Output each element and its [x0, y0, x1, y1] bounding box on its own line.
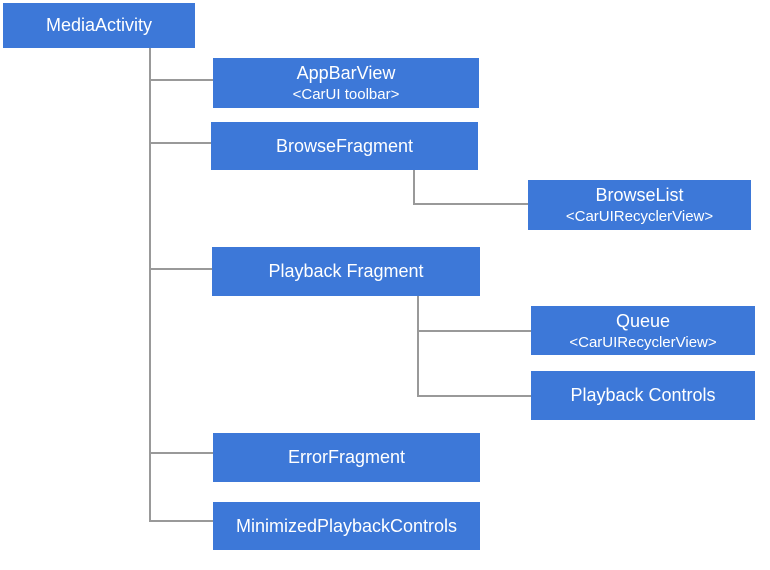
node-sublabel: <CarUIRecyclerView>: [565, 208, 714, 225]
node-label: MediaActivity: [45, 15, 153, 35]
connector-to-browsefragment: [149, 142, 211, 144]
connector-to-appbarview: [149, 79, 213, 81]
node-browse-list: BrowseList <CarUIRecyclerView>: [528, 180, 751, 230]
node-sublabel: <CarUIRecyclerView>: [569, 333, 717, 351]
connector-playbackfragment-drop: [417, 296, 419, 397]
node-sublabel: <CarUI toolbar>: [292, 86, 400, 103]
node-label: Playback Fragment: [268, 261, 424, 281]
connector-to-browselist: [413, 203, 528, 205]
connector-to-playbackcontrols: [417, 395, 531, 397]
node-media-activity: MediaActivity: [3, 3, 195, 48]
node-error-fragment: ErrorFragment: [213, 433, 480, 482]
node-playback-controls: Playback Controls: [531, 371, 755, 420]
node-label: BrowseFragment: [275, 135, 414, 156]
connector-trunk-vertical: [149, 48, 151, 522]
node-label: Playback Controls: [570, 385, 716, 405]
connector-to-queue: [417, 330, 531, 332]
node-label: MinimizedPlaybackControls: [235, 515, 458, 536]
connector-to-errorfragment: [149, 452, 213, 454]
connector-browsefragment-drop: [413, 170, 415, 205]
node-label: ErrorFragment: [287, 447, 406, 467]
node-label: BrowseList: [595, 185, 684, 205]
node-browse-fragment: BrowseFragment: [211, 122, 478, 170]
node-minimized-playback-controls: MinimizedPlaybackControls: [213, 502, 480, 550]
connector-to-minimizedplaybackcontrols: [149, 520, 213, 522]
node-queue: Queue <CarUIRecyclerView>: [531, 306, 755, 355]
node-label: AppBarView: [296, 63, 396, 83]
node-app-bar-view: AppBarView <CarUI toolbar>: [213, 58, 479, 108]
connector-to-playbackfragment: [149, 268, 212, 270]
node-label: Queue: [615, 310, 671, 331]
node-playback-fragment: Playback Fragment: [212, 247, 480, 296]
